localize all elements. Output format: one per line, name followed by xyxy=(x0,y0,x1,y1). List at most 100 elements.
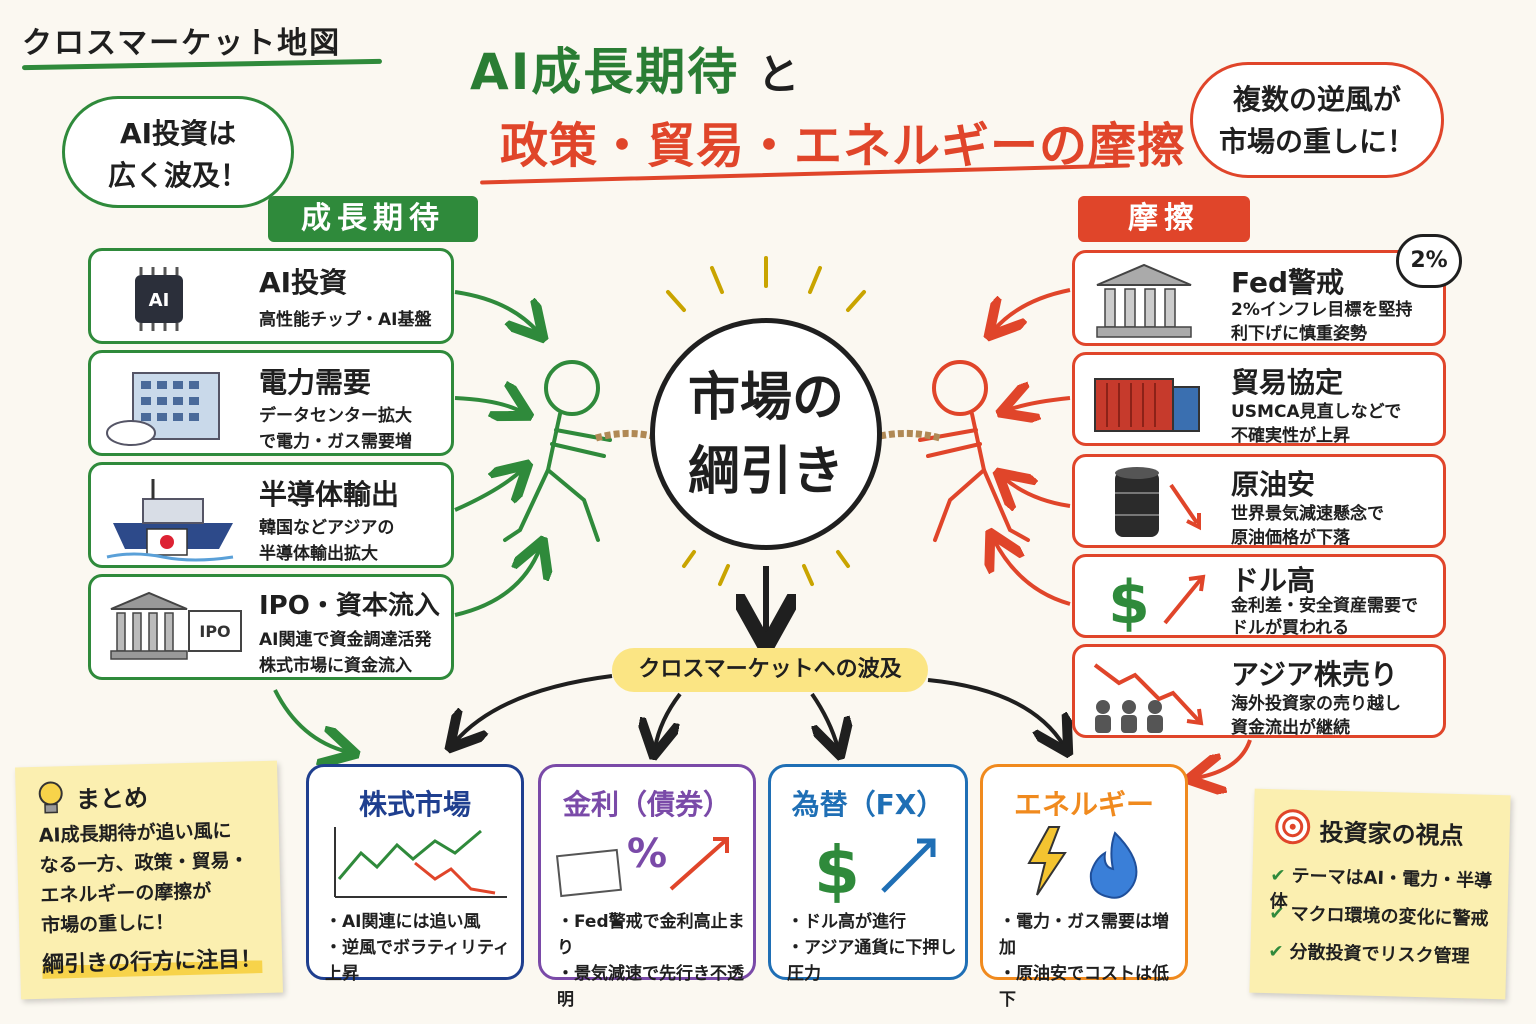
market-title: 金利（債券） xyxy=(562,788,731,821)
arrow-semis xyxy=(454,470,522,512)
cross-market-spread-banner: クロスマーケットへの波及 xyxy=(612,648,928,692)
summary-title: まとめ xyxy=(75,784,149,814)
right-figure xyxy=(918,360,1030,542)
summary-emphasis: 綱引きの行方に注目！ xyxy=(41,941,263,979)
arrow-spread-rates xyxy=(655,692,682,748)
arrow-spread-stocks xyxy=(455,674,613,742)
friction-card-trade: 貿易協定 USMCA見直しなどで 不確実性が上昇 xyxy=(1072,352,1446,446)
checkmark-icon: ✔ xyxy=(1270,865,1286,887)
growth-card-power: 電力需要 データセンター拡大 で電力・ガス需要増 xyxy=(88,350,454,456)
friction-card-asia-sell: アジア株売り 海外投資家の売り越し 資金流出が継続 xyxy=(1072,644,1446,738)
shipping-container-icon xyxy=(1094,378,1200,432)
fx-dollar-up-icon: $ xyxy=(814,832,936,905)
ipo-label: IPO xyxy=(199,622,230,641)
factor-title: IPO・資本流入 xyxy=(259,591,440,621)
summary-note: まとめ AI成長期待が追い風に なる一方、政策・貿易・ エネルギーの摩擦が 市場… xyxy=(15,760,283,1000)
friction-card-oil: 原油安 世界景気減速懸念で 原油価格が下落 xyxy=(1072,454,1446,548)
factor-desc: ドルが買われる xyxy=(1231,618,1350,638)
market-bullets: ・AI関連には追い風 ・逆風でボラティリティ上昇 xyxy=(325,909,521,987)
callout-cloud-left: AI投資は 広く波及！ xyxy=(62,96,294,208)
market-bullets: ・ドル高が進行 ・アジア通貨に下押し圧力 xyxy=(787,909,965,987)
dollar-glyph: $ xyxy=(1108,568,1150,637)
investor-check-item: ✔マクロ環境の変化に警戒 xyxy=(1269,899,1489,931)
market-bullet: ・アジア通貨に下押し圧力 xyxy=(787,938,957,984)
factor-title: 半導体輸出 xyxy=(259,478,400,511)
friction-banner: 摩擦 xyxy=(1078,196,1250,242)
ipo-building-icon: IPO xyxy=(110,591,242,660)
market-bullet: ・ドル高が進行 xyxy=(787,912,906,932)
arrow-power xyxy=(454,398,522,412)
percent-glyph: % xyxy=(627,831,667,877)
summary-body: AI成長期待が追い風に なる一方、政策・貿易・ エネルギーの摩擦が 市場の重しに… xyxy=(38,815,250,940)
cargo-ship-icon xyxy=(106,479,234,562)
market-bullets: ・電力・ガス需要は増加 ・原油安でコストは低下 xyxy=(999,909,1185,1013)
dollar-up-icon: $ xyxy=(1108,568,1206,637)
market-title: 株式市場 xyxy=(358,788,471,821)
cloud-right-line: 市場の重しに！ xyxy=(1218,125,1415,158)
energy-icon xyxy=(1027,826,1138,899)
factor-desc: 半導体輸出拡大 xyxy=(259,544,378,564)
left-figure xyxy=(503,360,612,542)
factor-desc: 原油価格が下落 xyxy=(1231,528,1350,548)
arrow-ai-invest xyxy=(454,290,538,332)
factor-desc: AI関連で資金調達活発 xyxy=(259,630,432,650)
factor-desc: 高性能チップ・AI基盤 xyxy=(259,310,432,330)
checkmark-icon: ✔ xyxy=(1269,903,1285,925)
tug-of-war-circle: 市場の 綱引き xyxy=(650,318,882,550)
market-bullet: ・電力・ガス需要は増加 xyxy=(999,912,1169,958)
factor-title: Fed警戒 xyxy=(1231,266,1345,299)
market-card-stocks: 株式市場 ・AI関連には追い風 ・逆風でボラティリティ上昇 xyxy=(306,764,524,984)
sparkle-lines xyxy=(666,256,866,586)
target-icon xyxy=(1275,809,1311,845)
market-bullet: ・Fed警戒で金利高止まり xyxy=(557,912,745,958)
summary-line: 市場の重しに！ xyxy=(40,911,175,937)
market-bullets: ・Fed警戒で金利高止まり ・景気減速で先行き不透明 xyxy=(557,909,753,1013)
gas-flame-icon xyxy=(1089,831,1138,899)
factor-title: 原油安 xyxy=(1231,468,1316,501)
center-line2: 綱引き xyxy=(687,442,844,502)
fed-building-icon xyxy=(1096,263,1192,338)
rope-left xyxy=(595,429,653,442)
factor-desc: 資金流出が継続 xyxy=(1231,718,1350,738)
factor-desc: 2%インフレ目標を堅持 xyxy=(1231,300,1413,320)
ai-chip-icon: AI xyxy=(135,267,183,331)
factor-title: アジア株売り xyxy=(1231,658,1398,691)
bond-percent-icon: % xyxy=(555,831,729,898)
growth-card-ai: AI AI投資 高性能チップ・AI基盤 xyxy=(88,248,454,344)
factor-desc: 金利差・安全資産需要で xyxy=(1231,596,1418,616)
arrow-oil xyxy=(1004,478,1071,506)
investor-view-note: 投資家の視点 ✔テーマはAI・電力・半導体 ✔マクロ環境の変化に警戒 ✔分散投資… xyxy=(1249,788,1511,1000)
factor-desc: 世界景気減速懸念で xyxy=(1231,504,1384,524)
factor-title: 電力需要 xyxy=(259,366,372,399)
fx-dollar-glyph: $ xyxy=(814,832,860,905)
factor-title: ドル高 xyxy=(1231,564,1316,597)
title-connector: と xyxy=(757,50,802,99)
factor-title: 貿易協定 xyxy=(1231,366,1344,399)
down-trend-icon xyxy=(1093,663,1204,733)
market-title: 為替（FX） xyxy=(791,788,945,821)
cloud-left-line: 広く波及！ xyxy=(107,159,248,192)
market-bullet: ・原油安でコストは低下 xyxy=(999,964,1169,1010)
stock-chart-icon xyxy=(334,827,507,898)
corner-title: クロスマーケット地図 xyxy=(22,26,342,61)
market-bullet: ・景気減速で先行き不透明 xyxy=(557,964,744,1010)
factor-desc: で電力・ガス需要増 xyxy=(259,432,412,452)
datacenter-icon xyxy=(106,372,220,446)
arrow-spread-energy xyxy=(927,678,1064,746)
factor-desc: 韓国などアジアの xyxy=(259,518,395,538)
factor-desc: USMCA見直しなどで xyxy=(1231,402,1402,422)
friction-card-fed: Fed警戒 2%インフレ目標を堅持 利下げに慎重姿勢 xyxy=(1072,250,1446,346)
growth-card-ipo: IPO IPO・資本流入 AI関連で資金調達活発 株式市場に資金流入 xyxy=(88,574,454,680)
market-card-rates: 金利（債券） % ・Fed警戒で金利高止まり ・景気減速で先行き不透明 xyxy=(538,764,756,1010)
market-card-fx: 為替（FX） $ ・ドル高が進行 ・アジア通貨に下押し圧力 xyxy=(768,764,968,984)
arrow-dollar xyxy=(994,540,1071,606)
growth-banner: 成長期待 xyxy=(268,196,478,242)
factor-desc: 株式市場に資金流入 xyxy=(259,656,412,676)
arrow-to-energy xyxy=(1196,739,1252,778)
factor-desc: 不確実性が上昇 xyxy=(1231,426,1350,446)
arrow-fed xyxy=(994,288,1071,330)
lightning-icon xyxy=(1027,826,1067,896)
oil-barrel-icon xyxy=(1115,467,1201,537)
factor-title: AI投資 xyxy=(259,266,348,299)
